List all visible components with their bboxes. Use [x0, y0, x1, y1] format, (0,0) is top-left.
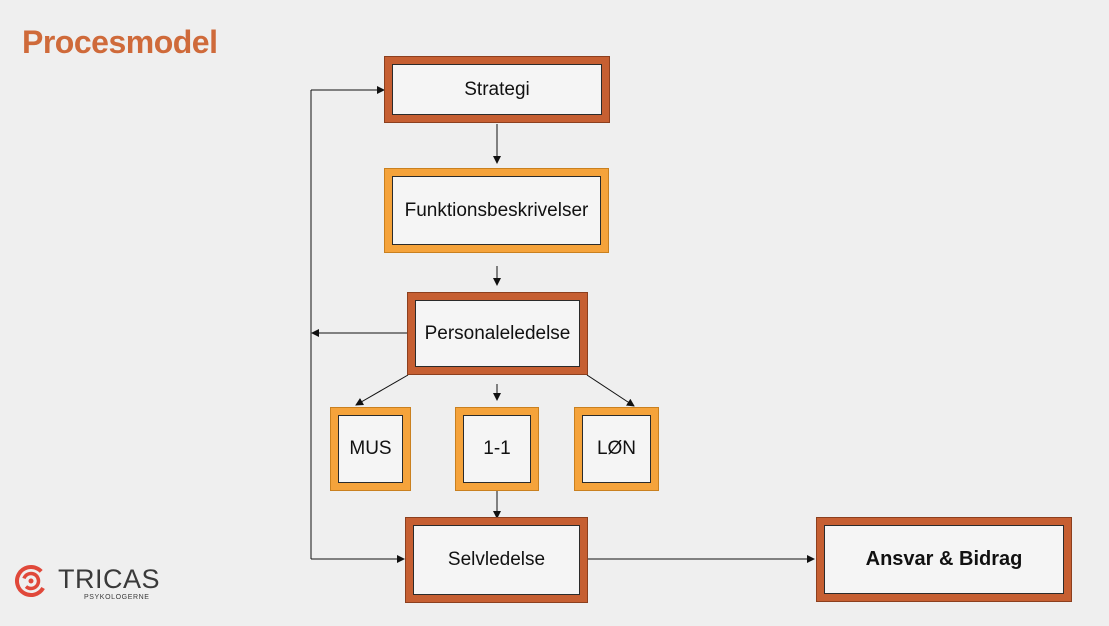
- node-funktionsbeskrivelser: Funktionsbeskrivelser: [384, 168, 609, 253]
- arrow-personale-to-loen: [586, 374, 635, 407]
- logo-tagline: PSYKOLOGERNE: [84, 594, 150, 601]
- node-personaleledelse-label: Personaleledelse: [415, 300, 580, 367]
- node-ansvar-bidrag: Ansvar & Bidrag: [816, 517, 1072, 602]
- page-title: Procesmodel: [22, 24, 218, 60]
- node-ansvar-bidrag-label: Ansvar & Bidrag: [824, 525, 1064, 594]
- arrow-personale-to-mus: [355, 374, 409, 406]
- logo-wordmark: TRICAS: [58, 564, 161, 594]
- node-selvledelse-label: Selvledelse: [413, 525, 580, 595]
- tricas-logo-icon: [15, 565, 47, 597]
- node-loen: LØN: [574, 407, 659, 491]
- node-loen-label: LØN: [582, 415, 651, 483]
- node-1-1: 1-1: [455, 407, 539, 491]
- node-strategi: Strategi: [384, 56, 610, 123]
- node-mus: MUS: [330, 407, 411, 491]
- tricas-logo: TRICAS PSYKOLOGERNE: [14, 562, 160, 606]
- node-1-1-label: 1-1: [463, 415, 531, 483]
- node-mus-label: MUS: [338, 415, 403, 483]
- node-strategi-label: Strategi: [392, 64, 602, 115]
- node-selvledelse: Selvledelse: [405, 517, 588, 603]
- node-personaleledelse: Personaleledelse: [407, 292, 588, 375]
- node-funktionsbeskrivelser-label: Funktionsbeskrivelser: [392, 176, 601, 245]
